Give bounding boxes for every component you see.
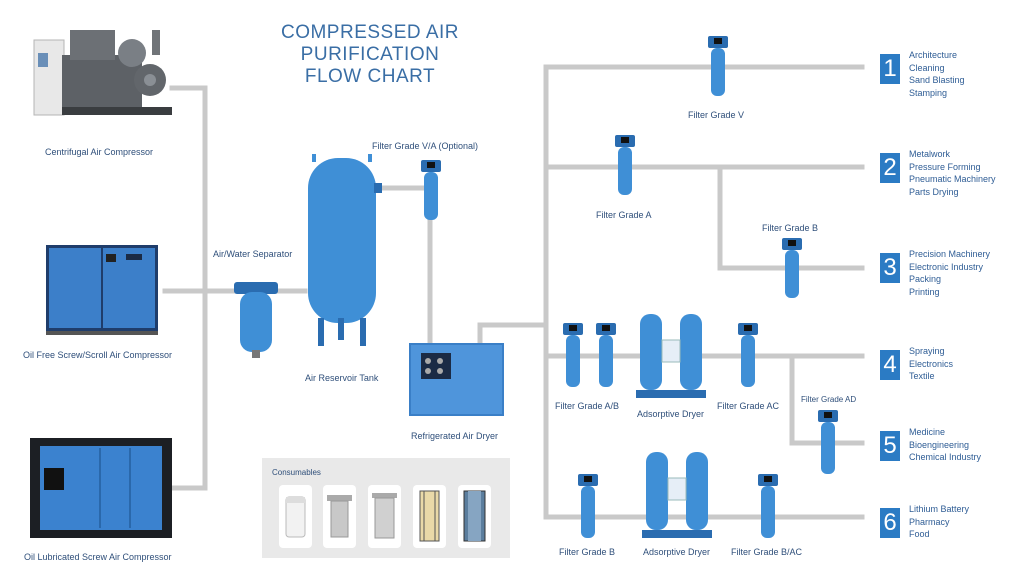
consumable-air-filter [413, 485, 446, 548]
chart-title-line1: COMPRESSED AIR PURIFICATION [280, 22, 460, 65]
application-item: Parts Drying [909, 186, 959, 197]
filter-a-image [615, 135, 635, 195]
filter-ab-label: Filter Grade A/B [555, 401, 620, 411]
application-item: Packing [909, 274, 942, 284]
consumable-oil-filter [279, 485, 312, 548]
separator-label: Air/Water Separator [213, 249, 293, 259]
application-item: Electronics [909, 358, 954, 369]
centrifugal-compressor-image [33, 30, 172, 116]
application-item: Lithium Battery [909, 504, 970, 514]
filter-ac-label: Filter Grade AC [717, 401, 780, 411]
filter-ab-image [563, 323, 616, 387]
filter-va-label: Filter Grade V/A (Optional) [372, 141, 479, 151]
adsorptive-dryer-2-image [642, 452, 712, 538]
application-item: Spraying [909, 346, 945, 356]
oil-free-compressor-label: Oil Free Screw/Scroll Air Compressor [23, 350, 173, 360]
filter-ad-label: Filter Grade AD [801, 395, 857, 404]
filter-va-image [421, 160, 441, 220]
application-number-3: 3 [880, 253, 900, 283]
centrifugal-compressor-label: Centrifugal Air Compressor [45, 147, 154, 157]
application-number-1: 1 [880, 54, 900, 84]
application-number-6: 6 [880, 508, 900, 538]
filter-a-label: Filter Grade A [596, 210, 652, 220]
application-item: Medicine [909, 427, 946, 437]
application-item: Pressure Forming [909, 161, 981, 172]
consumable-separator-element-2 [368, 485, 401, 548]
tank-label: Air Reservoir Tank [305, 373, 379, 383]
application-item: Metalwork [909, 149, 951, 159]
adsorptive-dryer-2-label: Adsorptive Dryer [643, 547, 711, 557]
application-item: Sand Blasting [909, 75, 965, 85]
adsorptive-dryer-1-image [636, 314, 706, 398]
application-item: Stamping [909, 87, 948, 98]
adsorptive-dryer-1-label: Adsorptive Dryer [637, 409, 705, 419]
application-item: Food [909, 529, 930, 539]
filter-b-bottom-label: Filter Grade B [559, 547, 616, 557]
filter-ad-image [818, 410, 838, 474]
application-number-2: 2 [880, 153, 900, 183]
filter-bac-label: Filter Grade B/AC [731, 547, 803, 557]
application-item: Bioengineering [909, 439, 970, 450]
refrigerated-dryer-label: Refrigerated Air Dryer [411, 431, 499, 441]
application-item: Cleaning [909, 62, 945, 73]
filter-bac-image [758, 474, 778, 538]
filter-b-top-image [782, 238, 802, 298]
application-number-5: 5 [880, 431, 900, 461]
application-item: Pneumatic Machinery [909, 174, 996, 184]
application-item: Architecture [909, 50, 958, 60]
air-reservoir-tank-image [308, 154, 382, 346]
filter-v-label: Filter Grade V [688, 110, 745, 120]
application-item: Printing [909, 286, 940, 297]
chart-title: COMPRESSED AIR PURIFICATION FLOW CHART [215, 22, 525, 88]
refrigerated-dryer-image [409, 343, 504, 416]
chart-title-line2: FLOW CHART [304, 66, 436, 87]
oil-free-compressor-image [46, 245, 158, 335]
application-number-4: 4 [880, 350, 900, 380]
oil-lubricated-compressor-image [30, 438, 172, 538]
filter-v-image [708, 36, 728, 96]
filter-b-bottom-image [578, 474, 598, 538]
application-item: Electronic Industry [909, 261, 984, 272]
consumables-panel: Consumables [262, 458, 510, 558]
consumable-filter-cartridge [458, 485, 491, 548]
consumable-separator-element-1 [323, 485, 356, 548]
application-item: Textile [909, 371, 935, 381]
application-item: Precision Machinery [909, 249, 991, 259]
filter-b-top-label: Filter Grade B [762, 223, 819, 233]
application-item: Chemical Industry [909, 452, 982, 462]
air-water-separator-image [234, 282, 278, 358]
filter-ac-image [738, 323, 758, 387]
application-item: Pharmacy [909, 516, 950, 527]
consumables-title: Consumables [272, 468, 321, 477]
oil-lubricated-compressor-label: Oil Lubricated Screw Air Compressor [24, 552, 172, 562]
